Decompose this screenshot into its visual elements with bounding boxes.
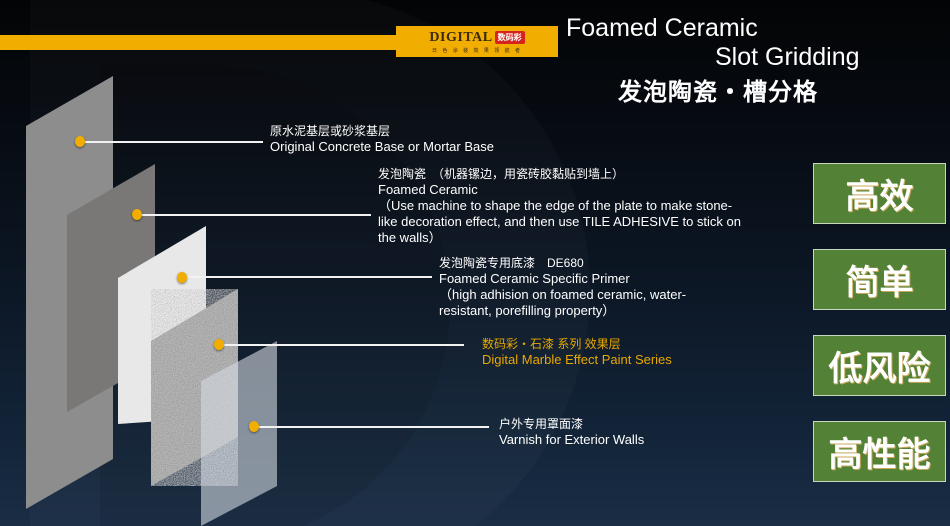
leader-line-1 xyxy=(80,141,263,143)
layer-label-en: Varnish for Exterior Walls xyxy=(499,432,645,447)
marker-dot-5 xyxy=(249,421,259,432)
feature-badge-simple: 简单 xyxy=(813,249,946,310)
page-title-en-line1: Foamed Ceramic xyxy=(566,14,758,42)
layer-label-en: Foamed Ceramic Specific Primer xyxy=(439,271,630,286)
layer-label-marble: 数码彩・石漆 系列 效果层 Digital Marble Effect Pain… xyxy=(482,336,672,368)
marker-dot-3 xyxy=(177,272,187,283)
marker-dot-1 xyxy=(75,136,85,147)
logo-cn-mark: 数码彩 xyxy=(494,31,525,44)
marker-dot-4 xyxy=(214,339,224,350)
layer-desc-line: resistant, porefilling property） xyxy=(439,303,616,318)
page-title-cn: 发泡陶瓷・槽分格 xyxy=(618,79,818,106)
layer-desc-line: （Use machine to shape the edge of the pl… xyxy=(378,198,733,213)
feature-badge-low-risk: 低风险 xyxy=(813,335,946,396)
layer-label-cn: 户外专用罩面漆 xyxy=(499,417,584,431)
layer-panel-varnish xyxy=(201,341,277,526)
page-title-en-line2: Slot Gridding xyxy=(715,43,860,71)
layer-desc-line: the walls） xyxy=(378,230,442,245)
layer-desc-line: （high adhision on foamed ceramic, water- xyxy=(439,287,687,302)
layer-label-primer: 发泡陶瓷专用底漆 DE680 Foamed Ceramic Specific P… xyxy=(439,255,686,319)
layer-label-cn: 发泡陶瓷 （机器镙边，用瓷砖胶黏贴到墙上） xyxy=(378,167,625,181)
layer-label-varnish: 户外专用罩面漆 Varnish for Exterior Walls xyxy=(499,416,644,448)
header-accent-bar xyxy=(0,35,400,50)
brand-logo: DIGITAL 数码彩 日 色 涂 装 效 果 领 航 者 xyxy=(396,26,558,57)
leader-line-2 xyxy=(137,214,371,216)
layer-label-en: Original Concrete Base or Mortar Base xyxy=(270,139,494,154)
feature-badge-efficient: 高效 xyxy=(813,163,946,224)
layer-label-cn: 发泡陶瓷专用底漆 DE680 xyxy=(439,256,584,270)
leader-line-3 xyxy=(183,276,432,278)
layer-panels-diagram xyxy=(26,76,277,526)
logo-wordmark: DIGITAL xyxy=(429,29,493,45)
layer-label-concrete: 原水泥基层或砂浆基层 Original Concrete Base or Mor… xyxy=(270,123,494,155)
layer-label-en: Digital Marble Effect Paint Series xyxy=(482,352,672,367)
layer-desc-line: like decoration effect, and then use TIL… xyxy=(378,214,742,229)
logo-tagline: 日 色 涂 装 效 果 领 航 者 xyxy=(431,47,523,54)
feature-badge-high-performance: 高性能 xyxy=(813,421,946,482)
layer-label-cn: 数码彩・石漆 系列 效果层 xyxy=(482,337,621,351)
marker-dot-2 xyxy=(132,209,142,220)
leader-line-4 xyxy=(219,344,464,346)
leader-line-5 xyxy=(254,426,489,428)
layer-label-en: Foamed Ceramic xyxy=(378,182,478,197)
layer-label-cn: 原水泥基层或砂浆基层 xyxy=(270,124,391,138)
layer-label-foamed-ceramic: 发泡陶瓷 （机器镙边，用瓷砖胶黏贴到墙上） Foamed Ceramic （Us… xyxy=(378,166,741,246)
